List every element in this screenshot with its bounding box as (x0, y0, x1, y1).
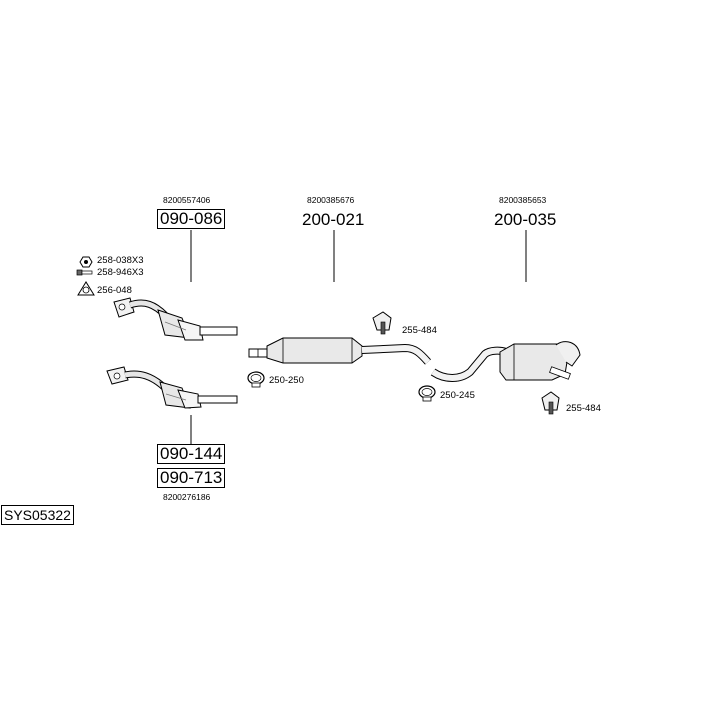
oem-number-catalyst-upper: 8200557406 (163, 195, 211, 205)
part-number-front-silencer[interactable]: 200-021 (302, 210, 365, 229)
accessory-gasket-label[interactable]: 256-048 (97, 285, 132, 296)
bolt-icon (76, 269, 93, 276)
system-code: SYS05322 (1, 505, 74, 525)
accessory-bolt-label[interactable]: 258-946X3 (97, 267, 144, 278)
part-number-rear-silencer[interactable]: 200-035 (494, 210, 557, 229)
oem-number-front-silencer: 8200385676 (307, 195, 355, 205)
accessory-hanger-rear-label[interactable]: 255-484 (566, 403, 601, 414)
part-number-catalyst-lower-b[interactable]: 090-713 (157, 468, 226, 488)
gasket-icon (77, 281, 95, 296)
nut-icon (79, 256, 93, 268)
accessory-clamp-front-label[interactable]: 250-250 (269, 375, 304, 386)
catalyst-lower-part (106, 366, 238, 409)
clamp-rear-icon (418, 385, 436, 402)
front-silencer-part (248, 337, 431, 365)
oem-number-rear-silencer: 8200385653 (499, 195, 547, 205)
catalyst-upper-part (113, 297, 238, 341)
oem-number-catalyst-lower: 8200276186 (163, 492, 211, 502)
accessory-nut-label[interactable]: 258-038X3 (97, 255, 144, 266)
clamp-front-icon (247, 371, 265, 388)
rear-silencer-part (430, 341, 581, 382)
hanger-rear-icon (541, 391, 560, 415)
accessory-hanger-mid-label[interactable]: 255-484 (402, 325, 437, 336)
part-number-catalyst-upper[interactable]: 090-086 (157, 209, 226, 229)
part-number-catalyst-lower-a[interactable]: 090-144 (157, 444, 226, 464)
accessory-clamp-rear-label[interactable]: 250-245 (440, 390, 475, 401)
hanger-mid-icon (372, 311, 392, 335)
